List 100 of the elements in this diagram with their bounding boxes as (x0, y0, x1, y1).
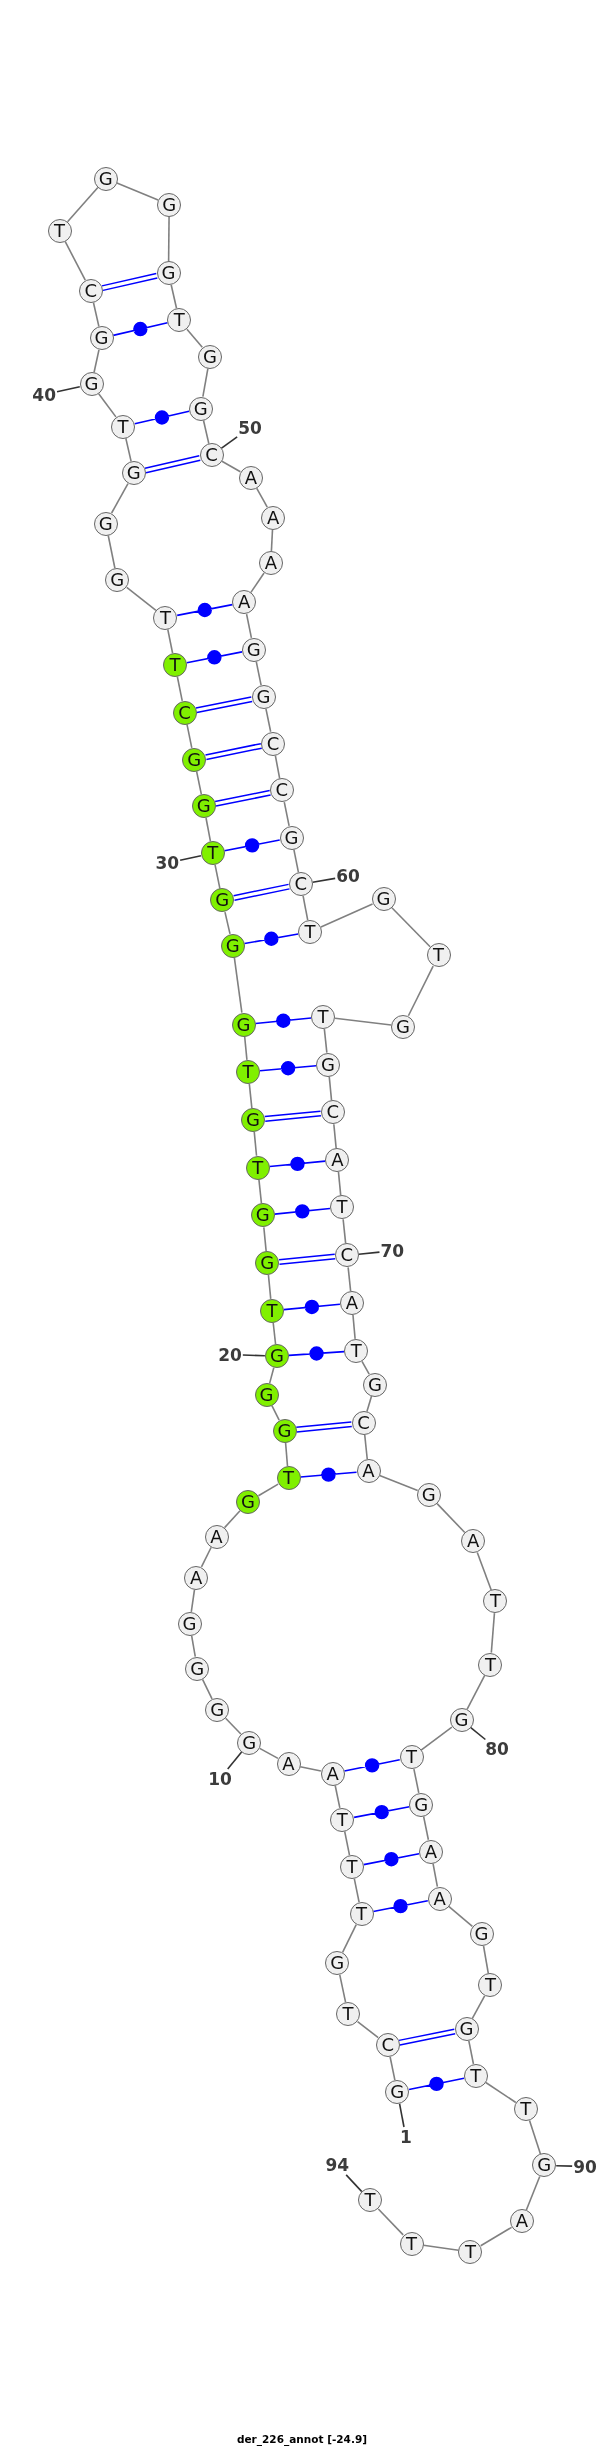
highlighted-nucleotide-node: T (259, 1298, 284, 1323)
nucleotide-node: G (325, 1951, 350, 1976)
base-pair-line (243, 931, 299, 946)
nucleotide-node: C (78, 278, 103, 303)
backbone-line (422, 2244, 460, 2251)
backbone-line (263, 1226, 267, 1252)
backbone-line (366, 1395, 373, 1413)
nucleotide-node: G (416, 1483, 441, 1507)
backbone-line (334, 1784, 341, 1809)
nucleotide-node: T (339, 1854, 364, 1879)
backbone-line (224, 911, 231, 935)
base-pair-line (278, 1253, 336, 1265)
base-pair-line (268, 1156, 327, 1172)
backbone-line (64, 240, 87, 281)
backbone-line (255, 487, 269, 508)
nucleotide-node: T (336, 2002, 361, 2027)
backbone-line (233, 956, 243, 1014)
nucleotide-node: G (532, 2153, 557, 2178)
nucleotide-node: A (276, 1752, 301, 1777)
base-pair-line (372, 1898, 429, 1914)
base-pair-line (398, 2028, 456, 2046)
nucleotide-node: G (205, 1697, 230, 1722)
base-pair-line (362, 1852, 420, 1867)
backbone-line (302, 895, 309, 921)
backbone-line (337, 1171, 342, 1197)
backbone-line (391, 906, 431, 948)
backbone-line (377, 2208, 404, 2236)
base-pair-line (408, 2076, 465, 2092)
highlighted-nucleotide-node: G (264, 1344, 289, 1369)
nucleotide-node: T (47, 218, 72, 243)
nucleotide-node: A (258, 551, 283, 576)
backbone-line (167, 628, 174, 655)
backbone-line (484, 2081, 517, 2104)
backbone-line (389, 2055, 396, 2081)
base-pair-line (195, 696, 253, 714)
nucleotide-node: G (89, 326, 114, 351)
nucleotide-node: G (157, 192, 182, 217)
nucleotide-node: C (261, 731, 286, 756)
nucleotide-node: T (463, 2063, 488, 2088)
nucleotide-node: C (320, 1100, 345, 1125)
base-pair-line (288, 1346, 346, 1361)
position-number: 10 (208, 1770, 232, 1787)
base-pair-line (273, 1204, 331, 1219)
backbone-line (195, 770, 203, 796)
base-pair-line (343, 1758, 401, 1773)
backbone-line (258, 1747, 279, 1760)
backbone-line (176, 675, 184, 702)
backbone-line (328, 1075, 333, 1102)
highlighted-nucleotide-node: G (220, 933, 245, 958)
backbone-line (202, 419, 210, 445)
base-pair-line (223, 838, 281, 853)
leader-line (470, 1726, 487, 1741)
backbone-line (110, 482, 129, 514)
nucleotide-node: C (269, 778, 294, 803)
base-pair-line (299, 1467, 358, 1482)
backbone-line (432, 1862, 439, 1888)
base-pair-line (232, 883, 291, 901)
backbone-line (190, 1634, 197, 1658)
nucleotide-node: A (238, 465, 263, 490)
nucleotide-node: T (478, 1652, 503, 1677)
nucleotide-node: G (449, 1708, 474, 1732)
backbone-line (342, 1218, 347, 1245)
highlighted-nucleotide-node: G (191, 794, 216, 819)
highlighted-nucleotide-node: G (236, 1489, 261, 1514)
backbone-line (92, 301, 100, 328)
position-number: 90 (573, 2158, 597, 2175)
nucleotide-node: G (185, 1656, 210, 1681)
backbone-line (352, 1314, 356, 1340)
nucleotide-node: A (184, 1565, 209, 1590)
nucleotide-node: G (469, 1922, 494, 1947)
backbone-line (363, 1434, 369, 1461)
backbone-line (471, 1995, 486, 2020)
nucleotide-node: T (458, 2239, 483, 2264)
backbone-line (186, 723, 193, 749)
backbone-line (447, 1905, 474, 1928)
nucleotide-node: G (251, 684, 276, 709)
backbone-line (257, 1483, 279, 1497)
nucleotide-node: T (344, 1338, 369, 1363)
backbone-line (353, 1877, 360, 1903)
backbone-line (274, 754, 281, 780)
backbone-line (248, 1083, 253, 1109)
nucleotide-node: T (478, 1973, 503, 1998)
nucleotide-node: G (279, 825, 304, 850)
highlighted-nucleotide-node: T (245, 1155, 270, 1180)
leader-line (220, 436, 238, 450)
base-pair-line (259, 1061, 317, 1076)
highlighted-nucleotide-node: T (236, 1059, 261, 1084)
nucleotide-node: G (177, 1611, 202, 1636)
nucleotide-node: T (349, 1901, 374, 1926)
nucleotide-node: G (121, 461, 146, 486)
backbone-line (250, 572, 265, 594)
nucleotide-node: T (330, 1807, 355, 1832)
nucleotide-node: A (232, 590, 257, 615)
base-pair-line (134, 410, 190, 425)
nucleotide-node: A (320, 1761, 345, 1786)
nucleotide-node: T (167, 308, 192, 332)
backbone-line (66, 186, 99, 223)
nucleotide-node: A (204, 1524, 229, 1549)
backbone-line (271, 1404, 280, 1421)
nucleotide-node: G (409, 1792, 434, 1817)
